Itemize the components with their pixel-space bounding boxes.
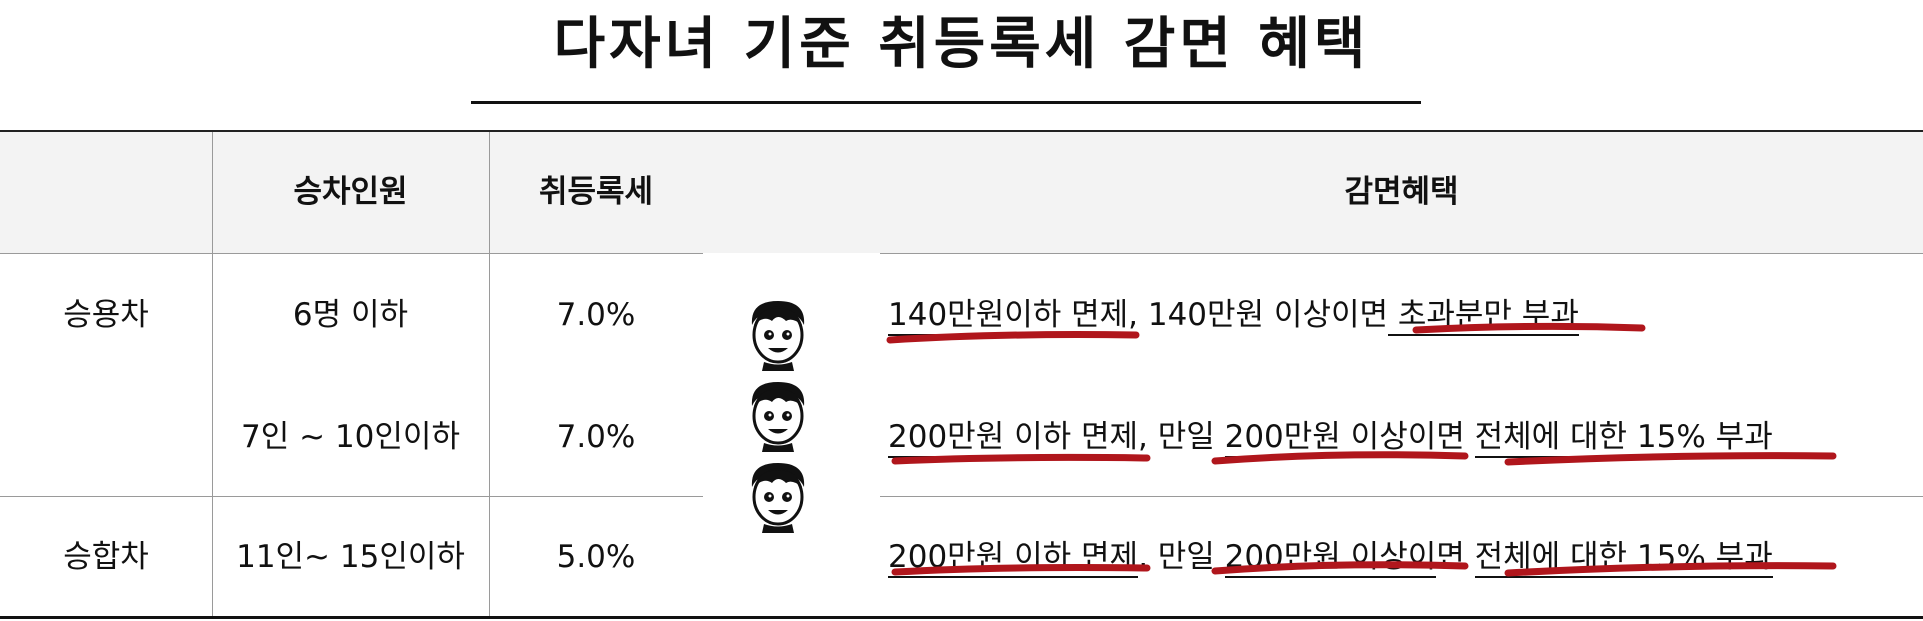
table-bottom-rule <box>0 616 1923 619</box>
header-background <box>0 132 1923 253</box>
cell-tax: 7.0% <box>556 297 636 333</box>
header-benefit: 감면혜택 <box>1344 174 1459 210</box>
cell-category: 승합차 <box>63 539 149 575</box>
cell-passengers: 7인 ~ 10인이하 <box>241 419 460 455</box>
underline-group <box>886 322 1837 577</box>
benefit-segment: 200만원 이상이 <box>1224 419 1437 458</box>
cell-tax: 7.0% <box>556 419 636 455</box>
underline-stroke <box>1504 452 1837 466</box>
benefit-segment: 140만원이하 면제 <box>888 297 1129 336</box>
cell-passengers: 6명 이하 <box>292 297 409 333</box>
benefit-segment: 200만원 이하 면제 <box>888 419 1138 458</box>
title-underline <box>471 101 1421 104</box>
underline-stroke <box>1504 562 1837 577</box>
cell-tax: 5.0% <box>556 539 636 575</box>
cell-category: 승용차 <box>63 297 149 333</box>
underline-stroke <box>891 564 1151 576</box>
column-divider-2 <box>489 132 490 616</box>
benefit-segment: , 140만원 이상이면 <box>1128 297 1389 333</box>
boy-face-icon <box>751 382 805 452</box>
underline-stroke <box>1412 322 1646 334</box>
header-tax: 취등록세 <box>538 174 654 210</box>
red-underline-strokes <box>886 322 1837 577</box>
boy-face-icon <box>751 463 805 533</box>
benefit-segment: 전체에 대한 15% 부과 <box>1474 419 1773 458</box>
header-divider <box>0 253 1923 254</box>
benefit-segment: , 만일 <box>1138 419 1225 455</box>
cell-benefit: 200만원 이하 면제, 만일 200만원 이상이면 전체에 대한 15% 부과 <box>888 407 1773 467</box>
benefit-segment: 면 <box>1436 419 1475 455</box>
header-passengers: 승차인원 <box>293 174 408 210</box>
column-divider-1 <box>212 132 213 616</box>
underline-stroke <box>891 453 1151 465</box>
face-column <box>703 253 880 616</box>
cell-passengers: 11인~ 15인이하 <box>236 539 465 575</box>
underline-stroke <box>1211 561 1469 575</box>
underline-stroke <box>886 331 1140 344</box>
underline-stroke <box>1211 451 1469 465</box>
tax-benefit-table: 승차인원 취등록세 감면혜택 승용차 6명 이하 7.0% 140만원이하 면제… <box>0 130 1923 619</box>
table-top-rule <box>0 130 1923 132</box>
boy-face-icon <box>751 301 805 371</box>
row-divider-right <box>880 496 1923 497</box>
page-title: 다자녀 기준 취등록세 감면 혜택 <box>553 12 1370 77</box>
row-divider <box>0 496 703 497</box>
benefit-segment: , 만일 <box>1138 539 1225 575</box>
